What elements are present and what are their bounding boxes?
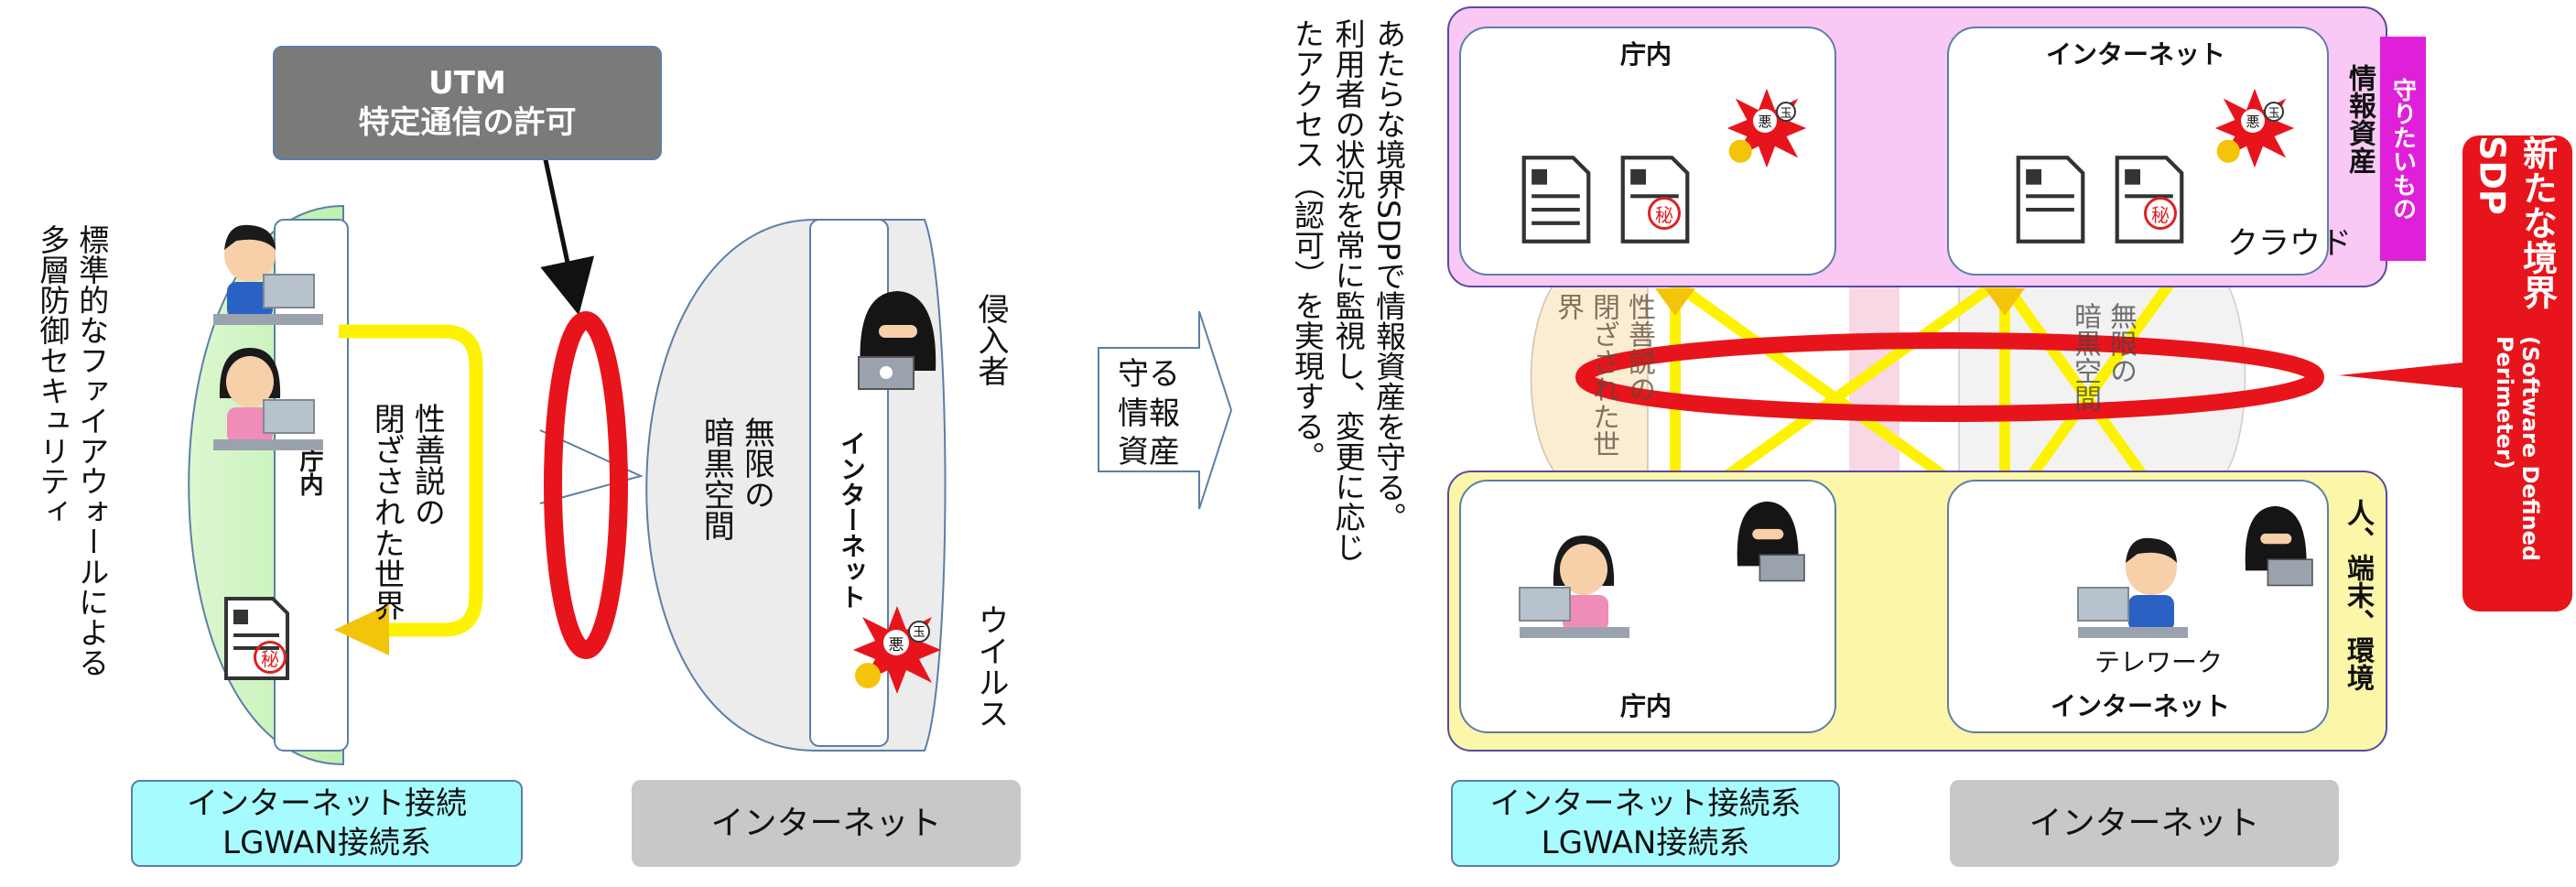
bg-closed-label: 性善説の 閉ざされた世界	[1552, 293, 1655, 458]
utm-pointer	[540, 155, 595, 316]
virus-icon-internet: 悪 玉	[2213, 87, 2296, 169]
sdp-ring	[1575, 332, 2324, 422]
person-female-office-icon	[1519, 535, 1629, 638]
dark-space-label: 無限の 暗黒空間	[698, 416, 775, 541]
document-icon-top-1	[1521, 156, 1591, 243]
document-icon-top-3	[2016, 156, 2085, 243]
ball-stamp-internet: 玉	[2264, 102, 2284, 122]
utm-callout: UTM 特定通信の許可	[273, 46, 662, 160]
telework-label: テレワーク	[2094, 647, 2224, 677]
right-connection-label: インターネット接続系 LGWAN接続系	[1451, 780, 1840, 867]
evil-stamp-office: 悪	[1753, 109, 1777, 133]
virus-label: ウイルス	[972, 604, 1009, 729]
office-label: 庁内	[296, 449, 323, 496]
office-strip	[274, 219, 349, 752]
flow-arrow-yellow	[339, 324, 483, 637]
ball-stamp-office: 玉	[1776, 102, 1796, 122]
left-connection-label: インターネット接続 LGWAN接続系	[131, 780, 523, 867]
secret-stamp: 秘	[254, 641, 287, 674]
virus-icon-office: 悪 玉	[1726, 87, 1808, 169]
assets-label: 情報資産	[2343, 64, 2376, 174]
protect-arrow-shape	[1098, 310, 1233, 510]
sdp-callout: 新たな境界 SDP (Software Defined Perimeter)	[2462, 135, 2572, 611]
hacker-icon-office	[1737, 501, 1805, 582]
protect-assets-label: 守る 情報 資産	[1118, 356, 1180, 471]
internet-bottom-label: インターネット	[2051, 691, 2231, 721]
right-internet-label: インターネット	[1950, 780, 2339, 867]
office-top-label: 庁内	[1620, 39, 1672, 70]
evil-stamp-internet: 悪	[2241, 109, 2265, 133]
utm-ring	[544, 311, 628, 659]
assets-tag: 守りたいもの	[2380, 37, 2426, 261]
closed-world-label: 性善説の 閉ざされた世界	[368, 403, 446, 621]
people-label: 人、端末、環境	[2342, 499, 2374, 691]
sdp-title: 新たな境界 SDP	[2472, 135, 2558, 309]
person-male-laptop-icon	[213, 224, 323, 325]
intruder-label: 侵入者	[972, 293, 1009, 386]
utm-title: UTM	[428, 65, 506, 102]
utm-subtitle: 特定通信の許可	[358, 103, 577, 141]
bg-dark-label: 無限の 暗黒空間	[2069, 302, 2137, 412]
left-caption: 標準的なファイアウォールによる多層防御セキュリティ	[34, 224, 110, 677]
internet-top-label: インターネット	[2046, 39, 2226, 70]
office-bottom-label: 庁内	[1620, 691, 1672, 721]
person-male-telework-icon	[2077, 537, 2188, 638]
flow-arrowhead	[334, 604, 389, 655]
virus-icon: 悪 玉	[851, 604, 943, 696]
left-internet-label: インターネット	[632, 780, 1021, 867]
secret-stamp-cloud: 秘	[2144, 197, 2177, 230]
ball-stamp: 玉	[908, 621, 930, 643]
evil-stamp: 悪	[883, 630, 909, 655]
connector-notch	[539, 429, 644, 504]
person-female-laptop-icon	[213, 348, 323, 450]
sdp-subtitle: (Software Defined Perimeter)	[2492, 335, 2543, 561]
hacker-icon-internet	[2245, 505, 2313, 587]
right-caption: あたらな境界SDPで情報資産を守る。 利用者の状況を常に監視し、変更に応じたアク…	[1289, 18, 1407, 562]
connection-arrowhead-2	[1985, 288, 2025, 316]
secret-stamp-office: 秘	[1648, 197, 1681, 230]
internet-strip-label: インターネット	[837, 430, 867, 610]
hacker-icon	[858, 291, 936, 390]
sdp-callout-pointer	[2339, 362, 2472, 389]
connection-arrowhead-1	[1655, 288, 1695, 316]
cloud-label: クラウド	[2227, 225, 2352, 262]
